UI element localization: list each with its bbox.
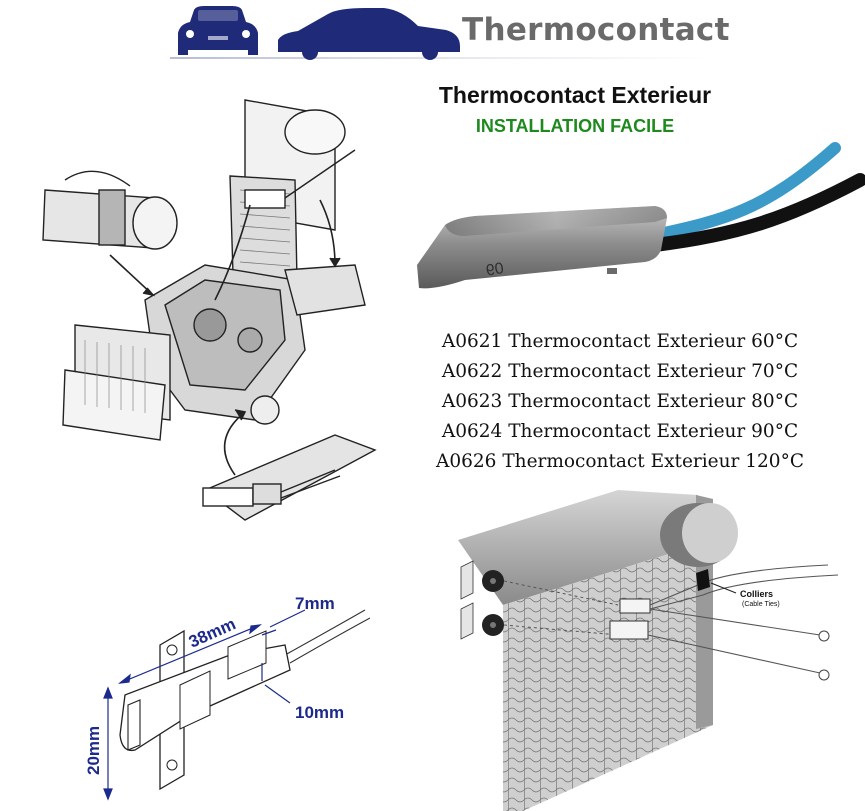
list-item: A0623 Thermocontact Exterieur 80°C [441, 391, 799, 412]
radiator-detail [229, 99, 356, 281]
dimension-height-label: 10mm [295, 703, 344, 722]
installation-arrows [109, 199, 341, 476]
engine-block [144, 264, 366, 425]
list-item: A0621 Thermocontact Exterieur 60°C [441, 331, 799, 352]
page-subheading: INSTALLATION FACILE [475, 116, 675, 136]
list-item: A0622 Thermocontact Exterieur 70°C [441, 361, 799, 382]
page-heading: Thermocontact Exterieur [438, 82, 712, 108]
product-list: A0621 Thermocontact Exterieur 60°C A0622… [410, 327, 830, 477]
banner-title: Thermocontact [462, 12, 730, 48]
engine-installation-illustration [42, 99, 377, 521]
sensor-photo: 60 [417, 142, 865, 289]
radiator-mounting-illustration: Colliers (Cable Ties) [458, 490, 839, 811]
cable-tie-callout: Colliers [740, 589, 773, 599]
sensor-temperature-label: 60 [484, 258, 505, 278]
list-item: A0626 Thermocontact Exterieur 120°C [436, 451, 804, 472]
car-front-icon [178, 6, 258, 55]
sensor-dimension-drawing: 38mm 7mm 10mm 20mm [84, 594, 370, 801]
dimension-width-label: 7mm [295, 594, 335, 613]
list-item: A0624 Thermocontact Exterieur 90°C [441, 421, 799, 442]
header-banner [170, 6, 710, 60]
cable-tie-callout-sub: (Cable Ties) [742, 601, 780, 608]
front-radiator [62, 324, 171, 441]
flat-mount-detail [202, 434, 377, 521]
dimension-plate-label: 20mm [84, 726, 103, 775]
hose-clip-detail [42, 170, 178, 250]
car-side-icon [278, 8, 460, 60]
